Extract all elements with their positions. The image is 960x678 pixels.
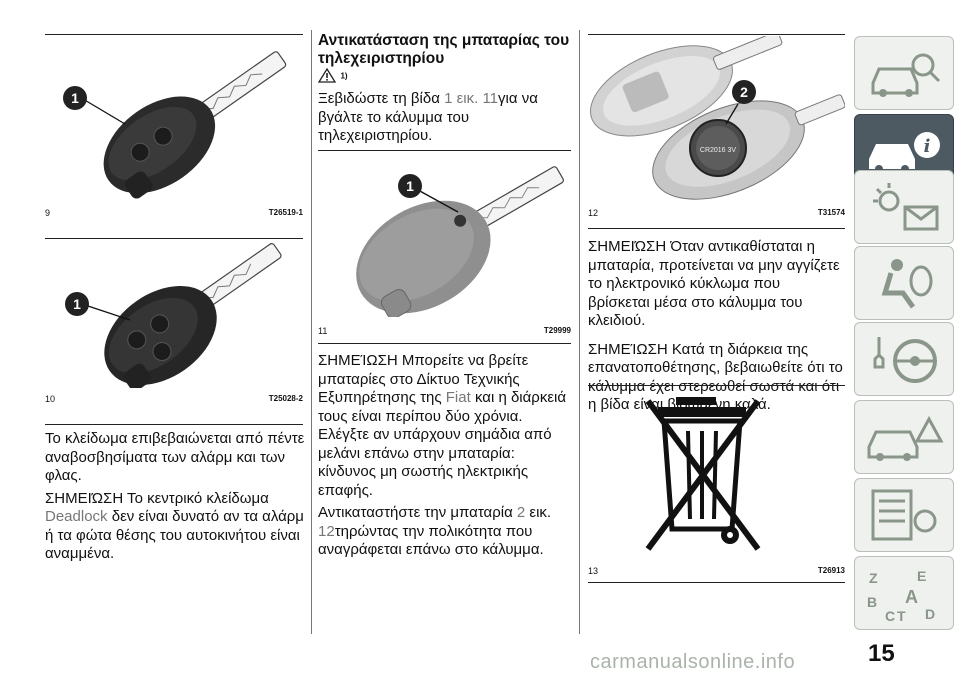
svg-text:i: i xyxy=(924,136,931,157)
svg-text:E: E xyxy=(917,568,926,584)
figure-11-number: 11 xyxy=(318,326,328,336)
svg-text:C: C xyxy=(885,608,895,623)
figure-13-number: 13 xyxy=(588,566,599,576)
technical-data-list-icon xyxy=(871,489,937,541)
warning-reference: 1) xyxy=(317,67,348,85)
battery-print: CR2016 3V xyxy=(700,147,737,154)
warning-ref-number: 1) xyxy=(340,71,348,81)
rule-bottom-col3 xyxy=(588,582,845,583)
car-search-icon xyxy=(871,53,941,97)
fig10-callout: 1 xyxy=(73,296,81,312)
deadlock-note-prefix: ΣΗΜΕΙΏΣΗ Το κεντρικό κλείδωμα xyxy=(45,489,269,507)
col2-notes: ΣΗΜΕΊΩΣΗ Μπορείτε να βρείτε μπαταρίες στ… xyxy=(318,352,571,560)
figure-12-code: T31574 xyxy=(817,208,845,217)
tab-technical-data[interactable] xyxy=(854,478,954,552)
lock-confirm-paragraph: Το κλείδωμα επιβεβαιώνεται από πέντε ανα… xyxy=(45,430,305,484)
figure-12-battery: CR2016 3V 2 xyxy=(588,36,845,202)
unscrew-text-a: Ξεβιδώστε τη βίδα xyxy=(318,90,445,107)
section-heading: Αντικατάσταση της μπαταρίας του τηλεχειρ… xyxy=(318,32,570,67)
top-rule-col1 xyxy=(45,34,303,35)
tab-safety[interactable] xyxy=(854,246,954,320)
car-info-icon: i xyxy=(869,132,940,173)
svg-text:T: T xyxy=(897,608,906,623)
warning-light-icon xyxy=(873,183,939,231)
column-divider-2 xyxy=(579,30,580,634)
svg-text:Z: Z xyxy=(869,570,878,586)
warning-triangle-icon xyxy=(317,68,337,83)
replace-text-a: Αντικαταστήστε την μπαταρία xyxy=(318,504,517,521)
rule-fig10 xyxy=(45,238,303,239)
figure-11-code: T29999 xyxy=(543,326,571,335)
tab-dashboard[interactable] xyxy=(854,36,954,110)
svg-text:B: B xyxy=(867,594,877,610)
circuit-note: ΣΗΜΕΙΏΣΗ Όταν αντικαθίσταται η μπαταρία,… xyxy=(588,238,840,329)
deadlock-note: ΣΗΜΕΙΏΣΗ Το κεντρικό κλείδωμα Deadlock δ… xyxy=(45,490,307,564)
replace-text-c: τηρώντας την πολικότητα που αναγράφεται … xyxy=(318,522,544,559)
rule-col2-text xyxy=(318,343,571,344)
steering-wheel-key-icon xyxy=(873,337,937,383)
unscrew-paragraph: Ξεβιδώστε τη βίδα 1 εικ. 11για να βγάλτε… xyxy=(318,90,573,146)
figure-11-key-cover: 1 xyxy=(318,152,571,317)
column-divider-1 xyxy=(311,30,312,634)
replace-battery-ref: 2 xyxy=(516,504,526,521)
alphabetical-index-icon: Z E B A C T D xyxy=(867,568,935,623)
watermark[interactable]: carmanualsonline.info xyxy=(590,651,796,673)
svg-text:A: A xyxy=(905,587,918,607)
deadlock-note-rest: δεν είναι δυνατό αν τα αλάρμ ή τα φώτα θ… xyxy=(45,508,304,562)
tab-emergency[interactable] xyxy=(854,400,954,474)
top-rule-col3 xyxy=(588,34,845,35)
figure-10-key-three-buttons: 1 xyxy=(45,240,303,388)
figure-13-code: T26913 xyxy=(817,566,845,575)
figure-9-key-two-buttons: 1 xyxy=(45,36,303,202)
figure-12-number: 12 xyxy=(588,208,599,218)
fig9-callout: 1 xyxy=(71,90,79,106)
rule-col1-text xyxy=(45,424,303,425)
figure-10-number: 10 xyxy=(45,394,56,404)
battery-note: ΣΗΜΕΊΩΣΗ Μπορείτε να βρείτε μπαταρίες στ… xyxy=(318,352,571,500)
battery-note-b: και η διάρκειά τους είναι περίπου δύο χρ… xyxy=(318,389,567,499)
tab-starting-driving[interactable] xyxy=(854,322,954,396)
replace-battery-paragraph: Αντικαταστήστε την μπαταρία 2 εικ. 12τηρ… xyxy=(318,504,571,560)
rule-col3-text xyxy=(588,228,845,229)
svg-text:D: D xyxy=(925,606,935,622)
rule-fig13 xyxy=(588,385,845,386)
fig12-callout: 2 xyxy=(740,84,748,100)
rule-fig11 xyxy=(318,150,571,151)
page-number: 15 xyxy=(868,640,895,667)
car-warning-icon xyxy=(867,415,944,461)
col3-notes: ΣΗΜΕΙΏΣΗ Όταν αντικαθίσταται η μπαταρία,… xyxy=(588,238,845,415)
replace-text-b: εικ. xyxy=(525,504,552,521)
airbag-seat-icon xyxy=(881,259,933,309)
fig11-callout: 1 xyxy=(406,178,414,194)
tab-warning-lights[interactable] xyxy=(854,170,954,244)
figure-10-code: T25028-2 xyxy=(268,394,303,403)
refit-note: ΣΗΜΕΊΩΣΗ Κατά τη διάρκεια της επανατοποθ… xyxy=(588,340,843,414)
fiat-term: Fiat xyxy=(445,389,471,406)
tab-index[interactable]: Z E B A C T D xyxy=(854,556,954,630)
battery-note-a: ΣΗΜΕΊΩΣΗ Μπορείτε να βρείτε μπαταρίες στ… xyxy=(318,352,529,406)
unscrew-fig-ref: 1 εικ. 11 xyxy=(444,90,499,107)
figure-13-disposal xyxy=(588,387,845,557)
unscrew-text-b: για να βγάλτε το κάλυμμα του τηλεχειριστ… xyxy=(318,90,538,144)
figure-9-number: 9 xyxy=(45,208,51,218)
replace-fig-ref: 12 xyxy=(318,522,335,540)
crossed-bin-icon xyxy=(645,397,761,551)
figure-9-code: T26519-1 xyxy=(268,208,303,217)
col1-text: Το κλείδωμα επιβεβαιώνεται από πέντε ανα… xyxy=(45,430,307,564)
deadlock-term: Deadlock xyxy=(45,508,108,525)
